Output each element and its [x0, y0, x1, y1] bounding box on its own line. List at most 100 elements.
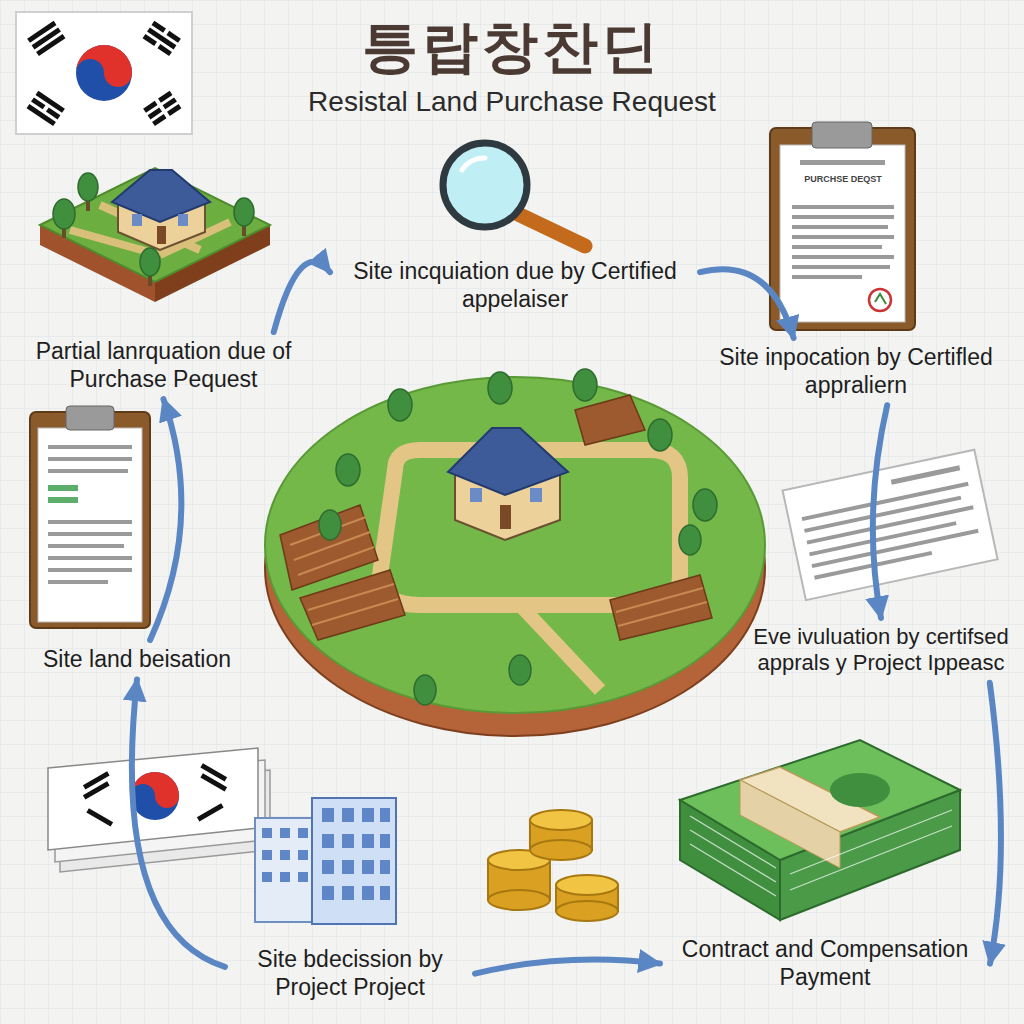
buildings-part-part — [298, 828, 308, 838]
cycle-arrow — [873, 405, 887, 618]
stage-caption: Site bdecission by Project Project — [225, 940, 475, 1007]
caption-text: Eve ivuluation by certifsed apprals y Pr… — [753, 624, 1009, 677]
buildings-part-part — [280, 828, 290, 838]
coins-part — [556, 901, 618, 921]
buildings-part-part — [380, 834, 390, 848]
house-plot — [40, 168, 270, 302]
buildings-part-part — [262, 828, 272, 838]
central-land-part-part — [298, 547, 374, 575]
central-land-part-part — [509, 655, 531, 685]
buildings-part-part — [362, 808, 374, 822]
buildings-part-part — [262, 872, 272, 882]
coins-part — [530, 840, 592, 860]
buildings-part-part — [280, 850, 290, 860]
caption-text: Site incquiation due by Certified appela… — [338, 258, 692, 313]
central-land-part-part — [388, 389, 412, 421]
korean-flag-part — [27, 21, 65, 56]
caption-text: Site bdecission by Project Project — [233, 946, 467, 1001]
flag-stack-part-part — [197, 803, 224, 821]
flag-stack — [48, 748, 270, 872]
central-land-part-part — [610, 575, 712, 640]
request-clipboard-part-part — [48, 544, 124, 548]
central-land-part-part — [488, 372, 512, 404]
purchase-clipboard-part-part — [792, 245, 882, 249]
central-land-part — [280, 395, 712, 640]
central-land-part-part — [280, 505, 378, 590]
central-land-part-part — [312, 599, 398, 625]
central-land-part-part — [573, 369, 597, 401]
request-clipboard-part — [48, 497, 78, 503]
request-clipboard-part-part — [48, 532, 132, 536]
request-clipboard-part-part — [48, 556, 132, 560]
central-land-part — [265, 377, 765, 713]
central-land-part-part — [300, 570, 405, 640]
korean-flag-part-part — [143, 34, 157, 46]
magnifier-part — [462, 158, 485, 170]
request-clipboard-part — [66, 406, 114, 430]
buildings-part — [255, 818, 315, 922]
central-land-part-part — [618, 602, 707, 626]
buildings-part-part — [380, 808, 390, 822]
central-land-part-part — [336, 454, 360, 486]
buildings-part-part — [322, 860, 334, 874]
money-stack-part-part — [690, 816, 776, 868]
purchase-clipboard-part-part — [792, 275, 862, 279]
purchase-clipboard-part-part — [792, 255, 894, 259]
cycle-arrow — [990, 683, 1001, 964]
house-plot-part — [178, 214, 188, 226]
caption-text: Site land beisation — [14, 646, 260, 674]
buildings-part-part — [262, 850, 272, 860]
stage-caption: Contract and Compensation Payment — [660, 930, 990, 997]
request-clipboard-part-part — [48, 445, 132, 449]
request-clipboard-part-part — [48, 568, 132, 572]
purchase-clipboard-part — [869, 289, 891, 311]
buildings-part-part — [298, 872, 308, 882]
caption-text: Site inpocation by Certifled appraliern — [708, 344, 1004, 399]
central-land-part — [319, 369, 717, 705]
diagram-title: 틍랍창찬딘 — [250, 10, 774, 86]
stage-caption: Partial lanrquation due of Purchase Pequ… — [6, 332, 321, 399]
cycle-arrow — [132, 680, 225, 967]
request-clipboard-part — [38, 428, 142, 622]
house-plot-part — [112, 170, 210, 222]
buildings-part-part — [362, 860, 374, 874]
money-stack-part-part — [690, 830, 776, 882]
house-plot-part-part — [78, 173, 98, 201]
purchase-clipboard-part-part — [800, 160, 885, 165]
money-stack-part-part — [790, 826, 952, 890]
evaluation-document-part — [798, 464, 981, 580]
house-plot-part — [40, 168, 270, 282]
purchase-clipboard-part-part — [792, 215, 894, 219]
cycle-arrow — [475, 960, 660, 974]
purchase-clipboard-part — [780, 145, 905, 322]
central-house-part — [500, 505, 511, 529]
caption-text: Partial lanrquation due of Purchase Pequ… — [14, 338, 313, 393]
cycle-arrow — [700, 269, 794, 338]
central-house-part — [530, 488, 542, 502]
caption-text: Contract and Compensation Payment — [668, 936, 982, 991]
korean-flag-part-part — [36, 34, 65, 56]
central-land-part-part — [414, 675, 436, 705]
purchase-clipboard — [770, 122, 915, 330]
money-stack — [680, 740, 960, 920]
korean-flag — [16, 12, 192, 134]
buildings-part-part — [342, 860, 354, 874]
purchase-clipboard-part-part — [792, 265, 890, 269]
request-clipboard-part-part — [48, 469, 128, 473]
korean-flag-part — [143, 91, 181, 126]
document-heading: PURCHSE DEQST — [784, 174, 902, 184]
buildings-part-part — [280, 872, 290, 882]
central-land-part — [520, 605, 600, 690]
korean-flag-part — [143, 21, 181, 56]
request-clipboard-part — [48, 445, 132, 584]
house-plot-part — [132, 214, 142, 226]
central-land-part-part — [319, 510, 341, 540]
central-land-part-part — [648, 419, 672, 451]
coins — [488, 810, 618, 921]
stage-caption: Site inpocation by Certifled appraliern — [700, 338, 1012, 405]
korean-flag-part — [27, 91, 65, 126]
purchase-clipboard-part-part — [792, 235, 894, 239]
buildings-part-part — [342, 886, 354, 900]
